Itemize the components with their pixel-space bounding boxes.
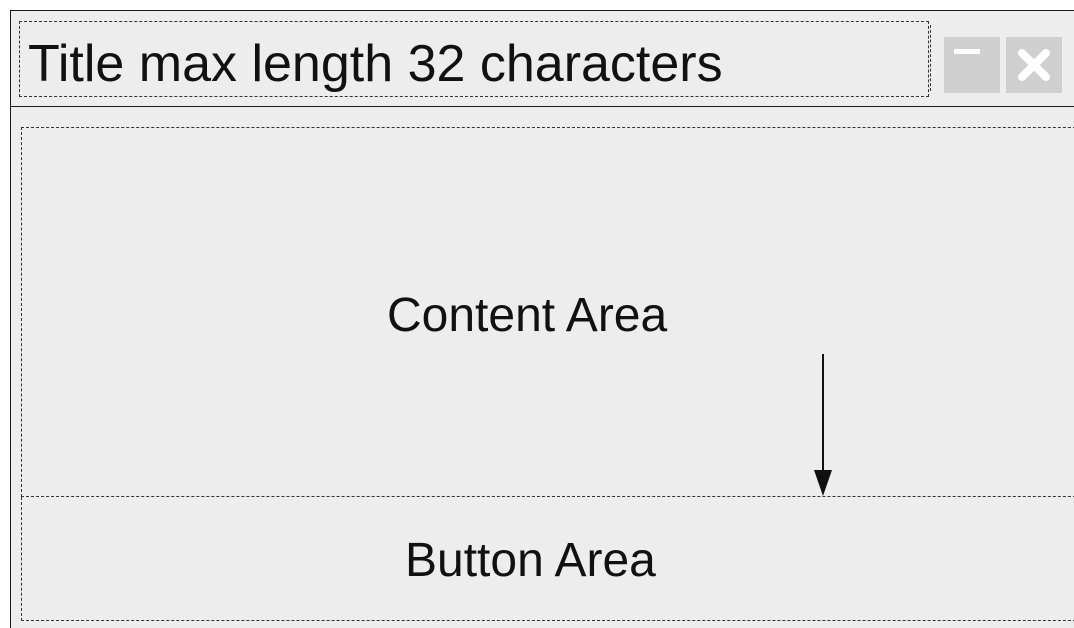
close-icon [1018, 49, 1050, 81]
title-divider [930, 25, 931, 91]
content-area: Content Area [21, 127, 1074, 497]
title-bar[interactable]: Title max length 32 characters [11, 11, 1074, 107]
button-area: Button Area [21, 497, 1074, 621]
window-title: Title max length 32 characters [28, 35, 723, 93]
close-button[interactable] [1006, 37, 1062, 93]
minimize-button[interactable] [944, 37, 1000, 93]
title-region: Title max length 32 characters [19, 21, 929, 97]
down-arrow-icon [814, 354, 832, 496]
button-area-label: Button Area [405, 534, 656, 587]
content-area-label: Content Area [387, 289, 668, 342]
minimize-icon [954, 49, 980, 54]
dialog-window: Title max length 32 characters Content A… [10, 10, 1074, 628]
